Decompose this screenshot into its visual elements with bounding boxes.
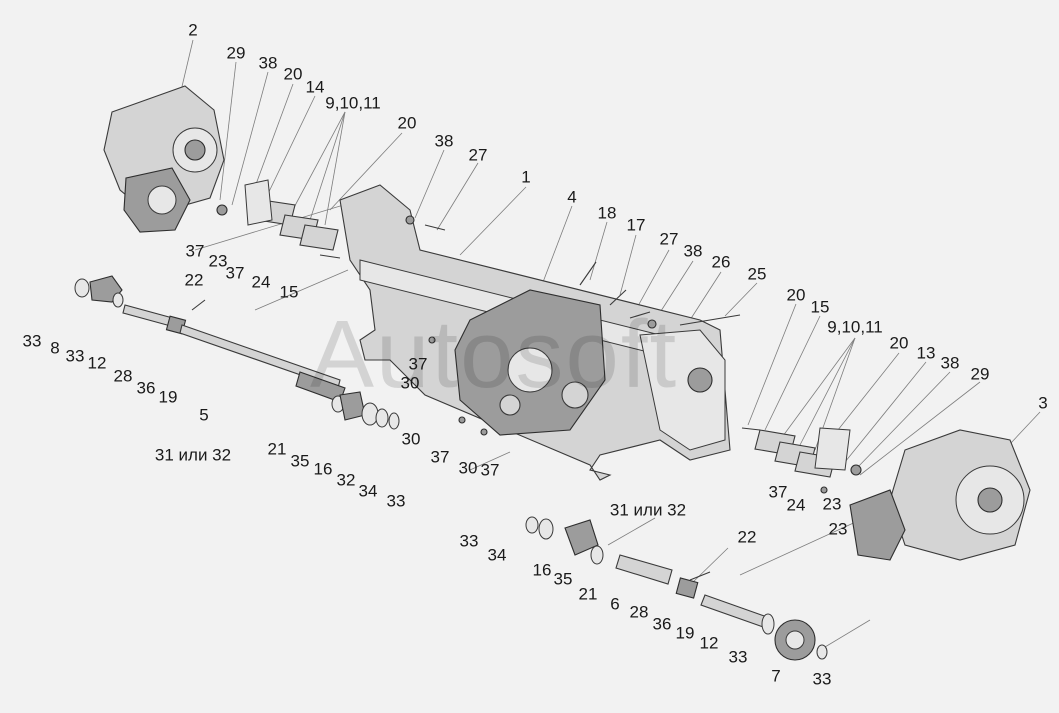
callout-label: 24 [786, 495, 806, 515]
callout-label: 29 [970, 364, 990, 384]
callout-label: 33 [65, 346, 85, 366]
spring-packs [244, 179, 851, 478]
callout-label: 16 [313, 459, 333, 479]
callout-label: 14 [305, 77, 325, 97]
callout-label: 1 [521, 167, 531, 187]
right-final-drive-housing [849, 429, 1031, 561]
callout-label: 12 [699, 633, 719, 653]
callout-label: 38 [258, 53, 278, 73]
callout-label: 27 [468, 145, 488, 165]
callout-label: 23 [828, 519, 848, 539]
callout-label: 34 [487, 545, 507, 565]
callout-label: 17 [626, 215, 646, 235]
callout-label: 35 [553, 569, 573, 589]
callout-label: 28 [629, 602, 649, 622]
callout-label: 16 [532, 560, 552, 580]
callout-label: 19 [675, 623, 695, 643]
callout-label: 23 [822, 494, 842, 514]
center-transmission [454, 289, 606, 436]
callout-label: 37 [768, 482, 788, 502]
callout-label: 26 [711, 252, 731, 272]
watermark-text: Autosoft [310, 301, 679, 408]
callout-label: 33 [386, 491, 406, 511]
left-final-drive-housing [103, 85, 225, 233]
callout-label: 20 [889, 333, 909, 353]
callout-label: 7 [771, 666, 781, 686]
callout-label: 25 [747, 264, 767, 284]
callout-label: 30 [458, 458, 478, 478]
callout-label: 3 [1038, 393, 1048, 413]
callout-label: 31 или 32 [609, 500, 687, 520]
callout-label: 22 [737, 527, 757, 547]
callout-label: 33 [459, 531, 479, 551]
callout-label: 28 [113, 366, 133, 386]
callout-label: 2 [188, 20, 198, 40]
callout-label: 20 [786, 285, 806, 305]
callout-label: 20 [283, 64, 303, 84]
callout-label: 6 [610, 594, 620, 614]
callout-label: 33 [22, 331, 42, 351]
bolts-and-pins [191, 204, 862, 581]
callout-label: 15 [279, 282, 299, 302]
callout-label: 35 [290, 451, 310, 471]
right-shaft-assembly [525, 516, 828, 661]
callout-label: 37 [430, 447, 450, 467]
callout-label: 34 [358, 481, 378, 501]
callout-label: 33 [728, 647, 748, 667]
callout-label: 36 [652, 614, 672, 634]
callout-label: 18 [597, 203, 617, 223]
callout-label: 36 [136, 378, 156, 398]
callout-label: 9,10,11 [325, 93, 381, 113]
callout-label: 21 [578, 584, 598, 604]
callout-label: 31 или 32 [154, 445, 232, 465]
callout-label: 9,10,11 [827, 317, 883, 337]
callout-label: 33 [812, 669, 832, 689]
leader-lines [179, 39, 1041, 651]
left-shaft-assembly [74, 275, 400, 430]
callout-label: 38 [434, 131, 454, 151]
callout-label: 13 [916, 343, 936, 363]
callout-label: 5 [199, 405, 209, 425]
callout-label: 30 [401, 429, 421, 449]
callout-label: 29 [226, 43, 246, 63]
callout-label: 32 [336, 470, 356, 490]
callout-label: 37 [408, 354, 428, 374]
callout-label: 38 [940, 353, 960, 373]
callout-label: 22 [184, 270, 204, 290]
callout-label: 37 [480, 460, 500, 480]
callout-label: 37 [185, 241, 205, 261]
callout-label: 23 [208, 251, 228, 271]
callout-label: 30 [400, 373, 420, 393]
callout-label: 4 [567, 187, 577, 207]
callout-label: 24 [251, 272, 271, 292]
callout-label: 19 [158, 387, 178, 407]
callout-label: 12 [87, 353, 107, 373]
callout-label: 38 [683, 241, 703, 261]
callout-label: 8 [50, 338, 60, 358]
callout-label: 15 [810, 297, 830, 317]
callout-label: 37 [225, 263, 245, 283]
callout-label: 21 [267, 439, 287, 459]
callout-label: 27 [659, 229, 679, 249]
callout-label: 20 [397, 113, 417, 133]
